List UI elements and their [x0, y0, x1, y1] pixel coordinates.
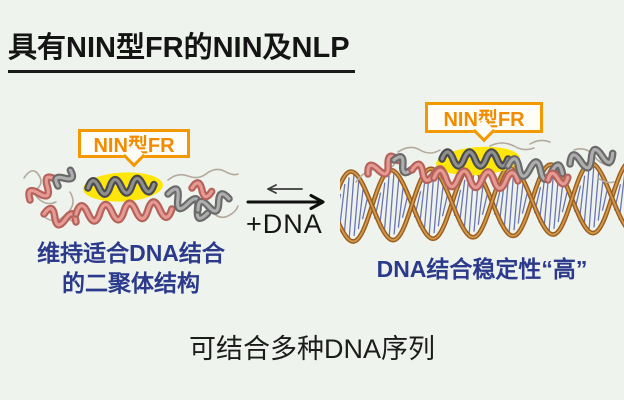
caption-left-line2: 的二聚体结构 [62, 270, 200, 296]
reaction-label: +DNA [246, 209, 323, 239]
footer-note: 可结合多种DNA序列 [188, 334, 435, 364]
protein-ribbon-group-right [355, 139, 617, 193]
dna-double-helix [340, 159, 624, 244]
forward-arrow [246, 194, 325, 210]
reverse-arrow [267, 184, 303, 194]
left-protein-figure [23, 166, 239, 229]
equilibrium-arrow-icon [246, 184, 325, 210]
page-title: 具有NIN型FR的NIN及NLP [8, 24, 355, 73]
right-protein-dna-figure [340, 139, 624, 244]
protein-ribbon-group-left [23, 166, 239, 229]
caption-right: DNA结合稳定性“高” [376, 256, 588, 282]
caption-left-line1: 维持适合DNA结合 [37, 240, 225, 266]
callout-nin-fr-right: NIN型FR [425, 102, 543, 143]
callout-nin-fr-left: NIN型FR [78, 129, 190, 168]
caption-left: 维持适合DNA结合 的二聚体结构 [8, 238, 254, 298]
